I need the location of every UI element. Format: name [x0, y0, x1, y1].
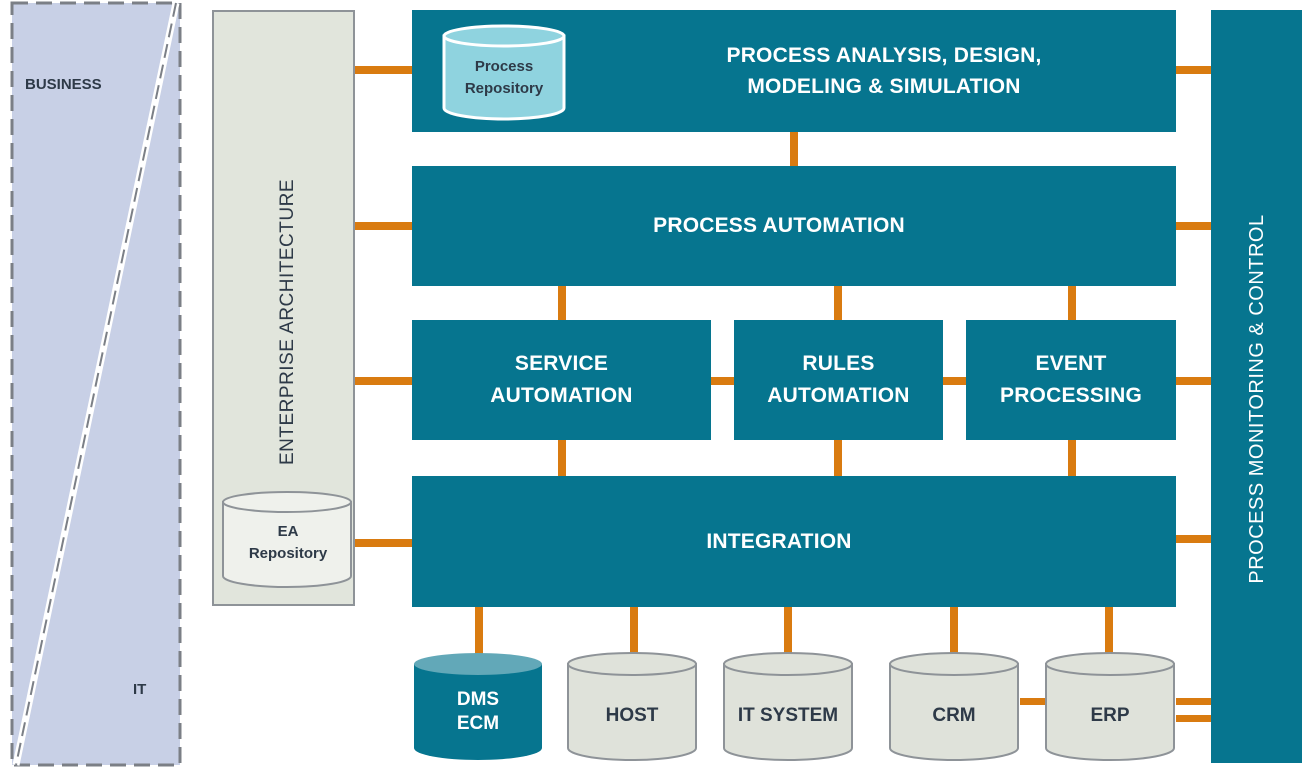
business-label: BUSINESS — [25, 76, 102, 93]
connector-rules-event — [943, 377, 966, 385]
dms-ecm-cylinder — [414, 653, 542, 760]
erp-cylinder — [1045, 652, 1175, 761]
host-cylinder — [567, 652, 697, 761]
connector-automation-monitoring — [1176, 222, 1211, 230]
itsystem-label: IT SYSTEM — [737, 705, 839, 726]
connector-ea-integration — [355, 539, 412, 547]
connector-ea-top — [355, 66, 412, 74]
it-label: IT — [133, 681, 147, 698]
process-automation-box: PROCESS AUTOMATION — [412, 166, 1176, 286]
connector-service-integration — [558, 440, 566, 476]
business-it-panel — [10, 1, 182, 767]
integration-box: INTEGRATION — [412, 476, 1176, 607]
connector-integration-itsystem — [784, 607, 792, 657]
connector-top-monitoring — [1176, 66, 1211, 74]
crm-cylinder — [889, 652, 1019, 761]
connector-ea-automation — [355, 222, 412, 230]
connector-erp-monitoring-1 — [1176, 698, 1211, 705]
connector-service-rules — [711, 377, 734, 385]
connector-integration-host — [630, 607, 638, 657]
crm-label: CRM — [932, 705, 976, 726]
connector-erp-monitoring-2 — [1176, 715, 1211, 722]
connector-automation-event — [1068, 286, 1076, 320]
itsystem-cylinder — [723, 652, 853, 761]
ea-repository-cylinder — [222, 491, 352, 588]
enterprise-architecture-title: ENTERPRISE ARCHITECTURE — [277, 179, 298, 465]
process-monitoring-box: PROCESS MONITORING & CONTROL — [1211, 10, 1302, 763]
connector-integration-dms — [475, 607, 483, 657]
connector-rules-integration — [834, 440, 842, 476]
connector-event-integration — [1068, 440, 1076, 476]
connector-crm-erp — [1020, 698, 1046, 705]
connector-integration-erp — [1105, 607, 1113, 657]
connector-integration-crm — [950, 607, 958, 657]
process-automation-title: PROCESS AUTOMATION — [653, 214, 905, 237]
connector-automation-service — [558, 286, 566, 320]
connector-top-automation — [790, 132, 798, 166]
connector-integration-monitoring — [1176, 535, 1211, 543]
connector-event-monitoring — [1176, 377, 1211, 385]
integration-title: INTEGRATION — [706, 529, 852, 553]
erp-label: ERP — [1090, 705, 1130, 726]
connector-ea-service — [355, 377, 412, 385]
connector-automation-rules — [834, 286, 842, 320]
process-analysis-title: PROCESS ANALYSIS, DESIGN,MODELING & SIMU… — [726, 44, 1042, 98]
process-repository-cylinder — [442, 24, 566, 121]
host-label: HOST — [605, 705, 659, 726]
process-monitoring-title: PROCESS MONITORING & CONTROL — [1245, 213, 1268, 584]
